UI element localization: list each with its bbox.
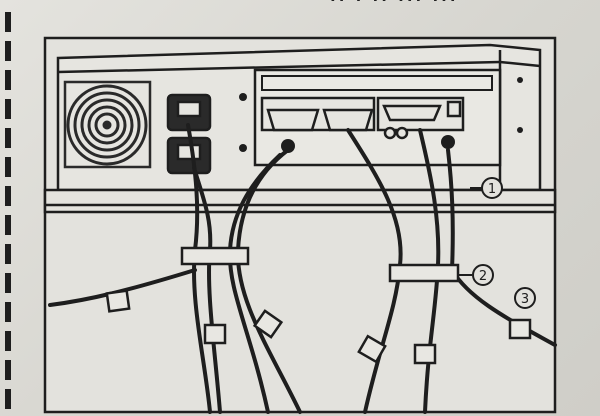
callout-3: 3 <box>514 287 536 309</box>
screw-icon <box>239 77 523 152</box>
callout-1-label: 1 <box>488 182 496 197</box>
callout-2: 2 <box>458 264 494 286</box>
cable-marker <box>105 289 532 365</box>
fan-grille-icon <box>63 80 152 169</box>
callout-3-label: 3 <box>521 292 529 307</box>
cable-clip-rail <box>43 188 557 214</box>
header-fragment: ·· · ·· ··· ··· <box>330 0 459 9</box>
cable-bundle-tie <box>180 246 460 283</box>
io-port-panel <box>260 96 465 140</box>
audio-jack-icon <box>281 135 455 153</box>
callout-2-label: 2 <box>479 269 487 284</box>
callout-1: 1 <box>470 177 503 199</box>
